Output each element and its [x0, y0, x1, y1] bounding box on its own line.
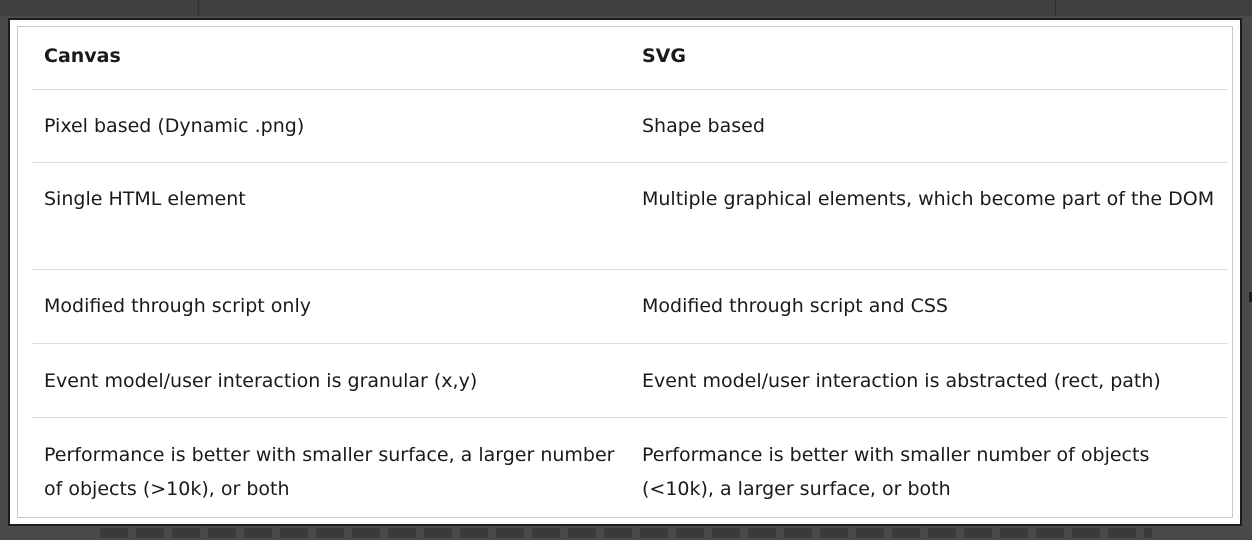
table-row: Modified through script only Modified th…: [32, 269, 1228, 344]
column-header-svg: SVG: [630, 27, 1228, 90]
table-row: Single HTML element Multiple graphical e…: [32, 162, 1228, 270]
background-divider: [1055, 0, 1056, 16]
canvas-cell: Modified through script only: [32, 269, 630, 344]
background-edge-mark: [1249, 292, 1252, 302]
canvas-cell: Event model/user interaction is granular…: [32, 343, 630, 418]
table-row: Pixel based (Dynamic .png) Shape based: [32, 89, 1228, 163]
svg-cell: Shape based: [630, 89, 1228, 163]
svg-cell: Modified through script and CSS: [630, 269, 1228, 344]
table-header-row: Canvas SVG: [32, 27, 1228, 90]
background-divider: [198, 0, 199, 16]
background-text-ghost: [100, 528, 1152, 538]
table-row: Event model/user interaction is granular…: [32, 343, 1228, 418]
svg-cell: Event model/user interaction is abstract…: [630, 343, 1228, 418]
table-row: Performance is better with smaller surfa…: [32, 417, 1228, 517]
background-window-strip: [0, 0, 1252, 16]
comparison-panel: Canvas SVG Pixel based (Dynamic .png) Sh…: [8, 18, 1242, 526]
column-header-canvas: Canvas: [32, 27, 630, 90]
canvas-cell: Single HTML element: [32, 162, 630, 270]
comparison-table: Canvas SVG Pixel based (Dynamic .png) Sh…: [32, 27, 1228, 517]
comparison-table-frame: Canvas SVG Pixel based (Dynamic .png) Sh…: [17, 26, 1233, 518]
svg-cell: Performance is better with smaller numbe…: [642, 443, 1150, 500]
canvas-cell: Performance is better with smaller surfa…: [44, 443, 615, 500]
svg-cell: Multiple graphical elements, which becom…: [630, 162, 1228, 270]
canvas-cell: Pixel based (Dynamic .png): [32, 89, 630, 163]
